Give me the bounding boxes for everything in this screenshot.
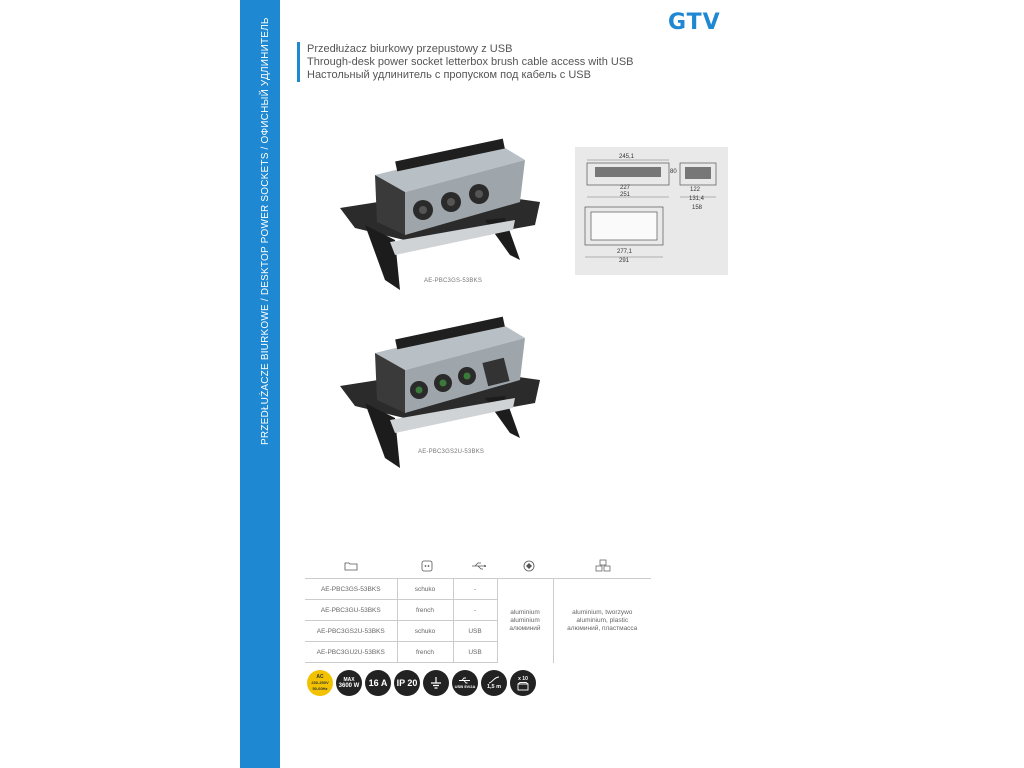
- title-en: Through-desk power socket letterbox brus…: [307, 56, 634, 68]
- row-socket: schuko: [396, 578, 453, 600]
- technical-drawing: 245,1 80 227 251 122 131,4 158 277,1 291: [575, 147, 728, 275]
- dim-251: 251: [620, 192, 631, 198]
- product-code-2: AE-PBC3GS2U-53BKS: [418, 449, 485, 455]
- max-power-badge: MAX 3600 W: [336, 670, 362, 696]
- package-badge: x 10: [510, 670, 536, 696]
- product-image-1: [340, 138, 540, 290]
- product-image-2: [340, 316, 540, 468]
- sidebar-band: PRZEDŁUŻACZE BIURKOWE / DESKTOP POWER SO…: [240, 0, 280, 768]
- voltage-badge: AC 230-250V 50-60Hz: [307, 670, 333, 696]
- dim-158: 158: [692, 205, 703, 211]
- amperage-badge: 16 A: [365, 670, 391, 696]
- row-socket: schuko: [396, 620, 453, 642]
- row-code: AE-PBC3GU-53BKS: [305, 599, 397, 621]
- cable-length-badge: 1,5 m: [481, 670, 507, 696]
- brand-logo: GTV: [668, 10, 721, 35]
- title-accent-bar: [297, 42, 300, 82]
- row-usb: USB: [452, 641, 497, 663]
- table-row: AE-PBC3GU-53BKS french -: [305, 599, 651, 621]
- product-code-1: AE-PBC3GS-53BKS: [424, 278, 483, 284]
- table-row: AE-PBC3GS-53BKS schuko - aluminium alumi…: [305, 578, 651, 663]
- material-icon: [519, 555, 539, 577]
- dim-227: 227: [620, 185, 631, 191]
- dim-122: 122: [690, 187, 701, 193]
- row-usb: -: [452, 599, 497, 621]
- table-row: AE-PBC3GS2U-53BKS schuko USB: [305, 620, 651, 642]
- dim-131: 131,4: [689, 196, 705, 202]
- dim-245: 245,1: [619, 154, 635, 160]
- spec-table-grid: AE-PBC3GS-53BKS schuko - aluminium alumi…: [305, 578, 651, 663]
- table-row: AE-PBC3GU2U-53BKS french USB: [305, 641, 651, 663]
- title-block: Przedłużacz biurkowy przepustowy z USB T…: [307, 43, 634, 82]
- dim-80: 80: [670, 169, 677, 175]
- row-usb: -: [452, 578, 497, 600]
- title-ru: Настольный удлинитель с пропуском под ка…: [307, 69, 591, 81]
- usb-badge: USB 5V/2A: [452, 670, 478, 696]
- socket-icon: [417, 555, 437, 577]
- ground-icon: [423, 670, 449, 696]
- folder-icon: [341, 555, 361, 577]
- materials-cell: aluminium, tworzywo aluminium, plastic а…: [552, 578, 651, 663]
- ip-rating-badge: IP 20: [394, 670, 420, 696]
- title-pl: Przedłużacz biurkowy przepustowy z USB: [307, 43, 513, 55]
- dim-277: 277,1: [617, 249, 633, 255]
- row-code: AE-PBC3GS-53BKS: [305, 578, 397, 600]
- feature-badges: AC 230-250V 50-60Hz MAX 3600 W 16 A IP 2…: [307, 670, 536, 696]
- dim-291: 291: [619, 258, 630, 264]
- cubes-icon: [593, 555, 613, 577]
- body-material-cell: aluminium aluminium алюминий: [496, 578, 553, 663]
- sidebar-label: PRZEDŁUŻACZE BIURKOWE / DESKTOP POWER SO…: [260, 17, 271, 445]
- row-socket: french: [396, 641, 453, 663]
- row-socket: french: [396, 599, 453, 621]
- usb-icon: [469, 555, 489, 577]
- row-code: AE-PBC3GU2U-53BKS: [305, 641, 397, 663]
- row-usb: USB: [452, 620, 497, 642]
- row-code: AE-PBC3GS2U-53BKS: [305, 620, 397, 642]
